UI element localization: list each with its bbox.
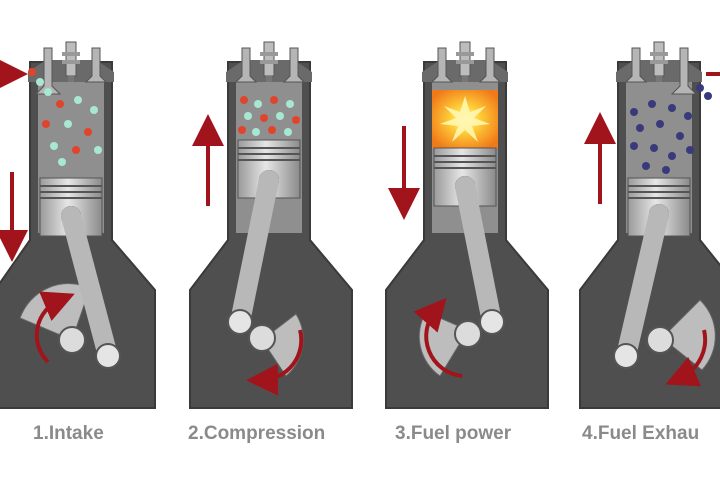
stage-label-compression: 2.Compression <box>188 423 326 444</box>
rotation-arrow <box>665 329 708 387</box>
intake-valve <box>234 47 258 83</box>
connecting-rod <box>455 176 502 332</box>
spark-plug <box>650 41 668 82</box>
spark-plug <box>456 41 474 82</box>
crank-pin <box>95 343 121 369</box>
rotation-arrow <box>413 297 463 378</box>
exhaust-particles <box>630 84 712 174</box>
intake-valve <box>34 47 62 95</box>
crank-pin <box>479 309 505 335</box>
compressed-particles <box>238 96 300 136</box>
fuel-air-particles <box>28 68 102 166</box>
engine-intake <box>0 41 156 409</box>
connecting-rod <box>616 204 669 366</box>
crankshaft <box>58 326 86 354</box>
stage-label-fuel-power: 3.Fuel power <box>395 423 512 444</box>
exhaust-valve <box>84 47 108 83</box>
engine-exhaust <box>579 41 720 409</box>
crankshaft <box>646 326 674 354</box>
crank-pin <box>227 309 253 335</box>
crankshaft <box>454 320 482 348</box>
stage-label-intake: 1.Intake <box>33 423 104 444</box>
intake-valve <box>430 47 454 83</box>
connecting-rod <box>230 170 279 332</box>
exhaust-valve <box>670 47 698 95</box>
spark-plug <box>62 41 80 82</box>
rotation-arrow <box>34 291 75 364</box>
stage-label-exhaust: 4.Fuel Exhau <box>582 423 700 444</box>
rotation-arrow <box>246 329 304 396</box>
spark-burst <box>440 96 490 142</box>
exhaust-valve <box>478 47 502 83</box>
connecting-rod <box>61 206 118 366</box>
crankshaft <box>248 324 276 352</box>
spark-plug <box>260 41 278 82</box>
exhaust-valve <box>282 47 306 83</box>
intake-valve <box>624 47 648 83</box>
engine-power <box>385 41 549 409</box>
engine-compression <box>189 41 353 409</box>
crank-pin <box>613 343 639 369</box>
